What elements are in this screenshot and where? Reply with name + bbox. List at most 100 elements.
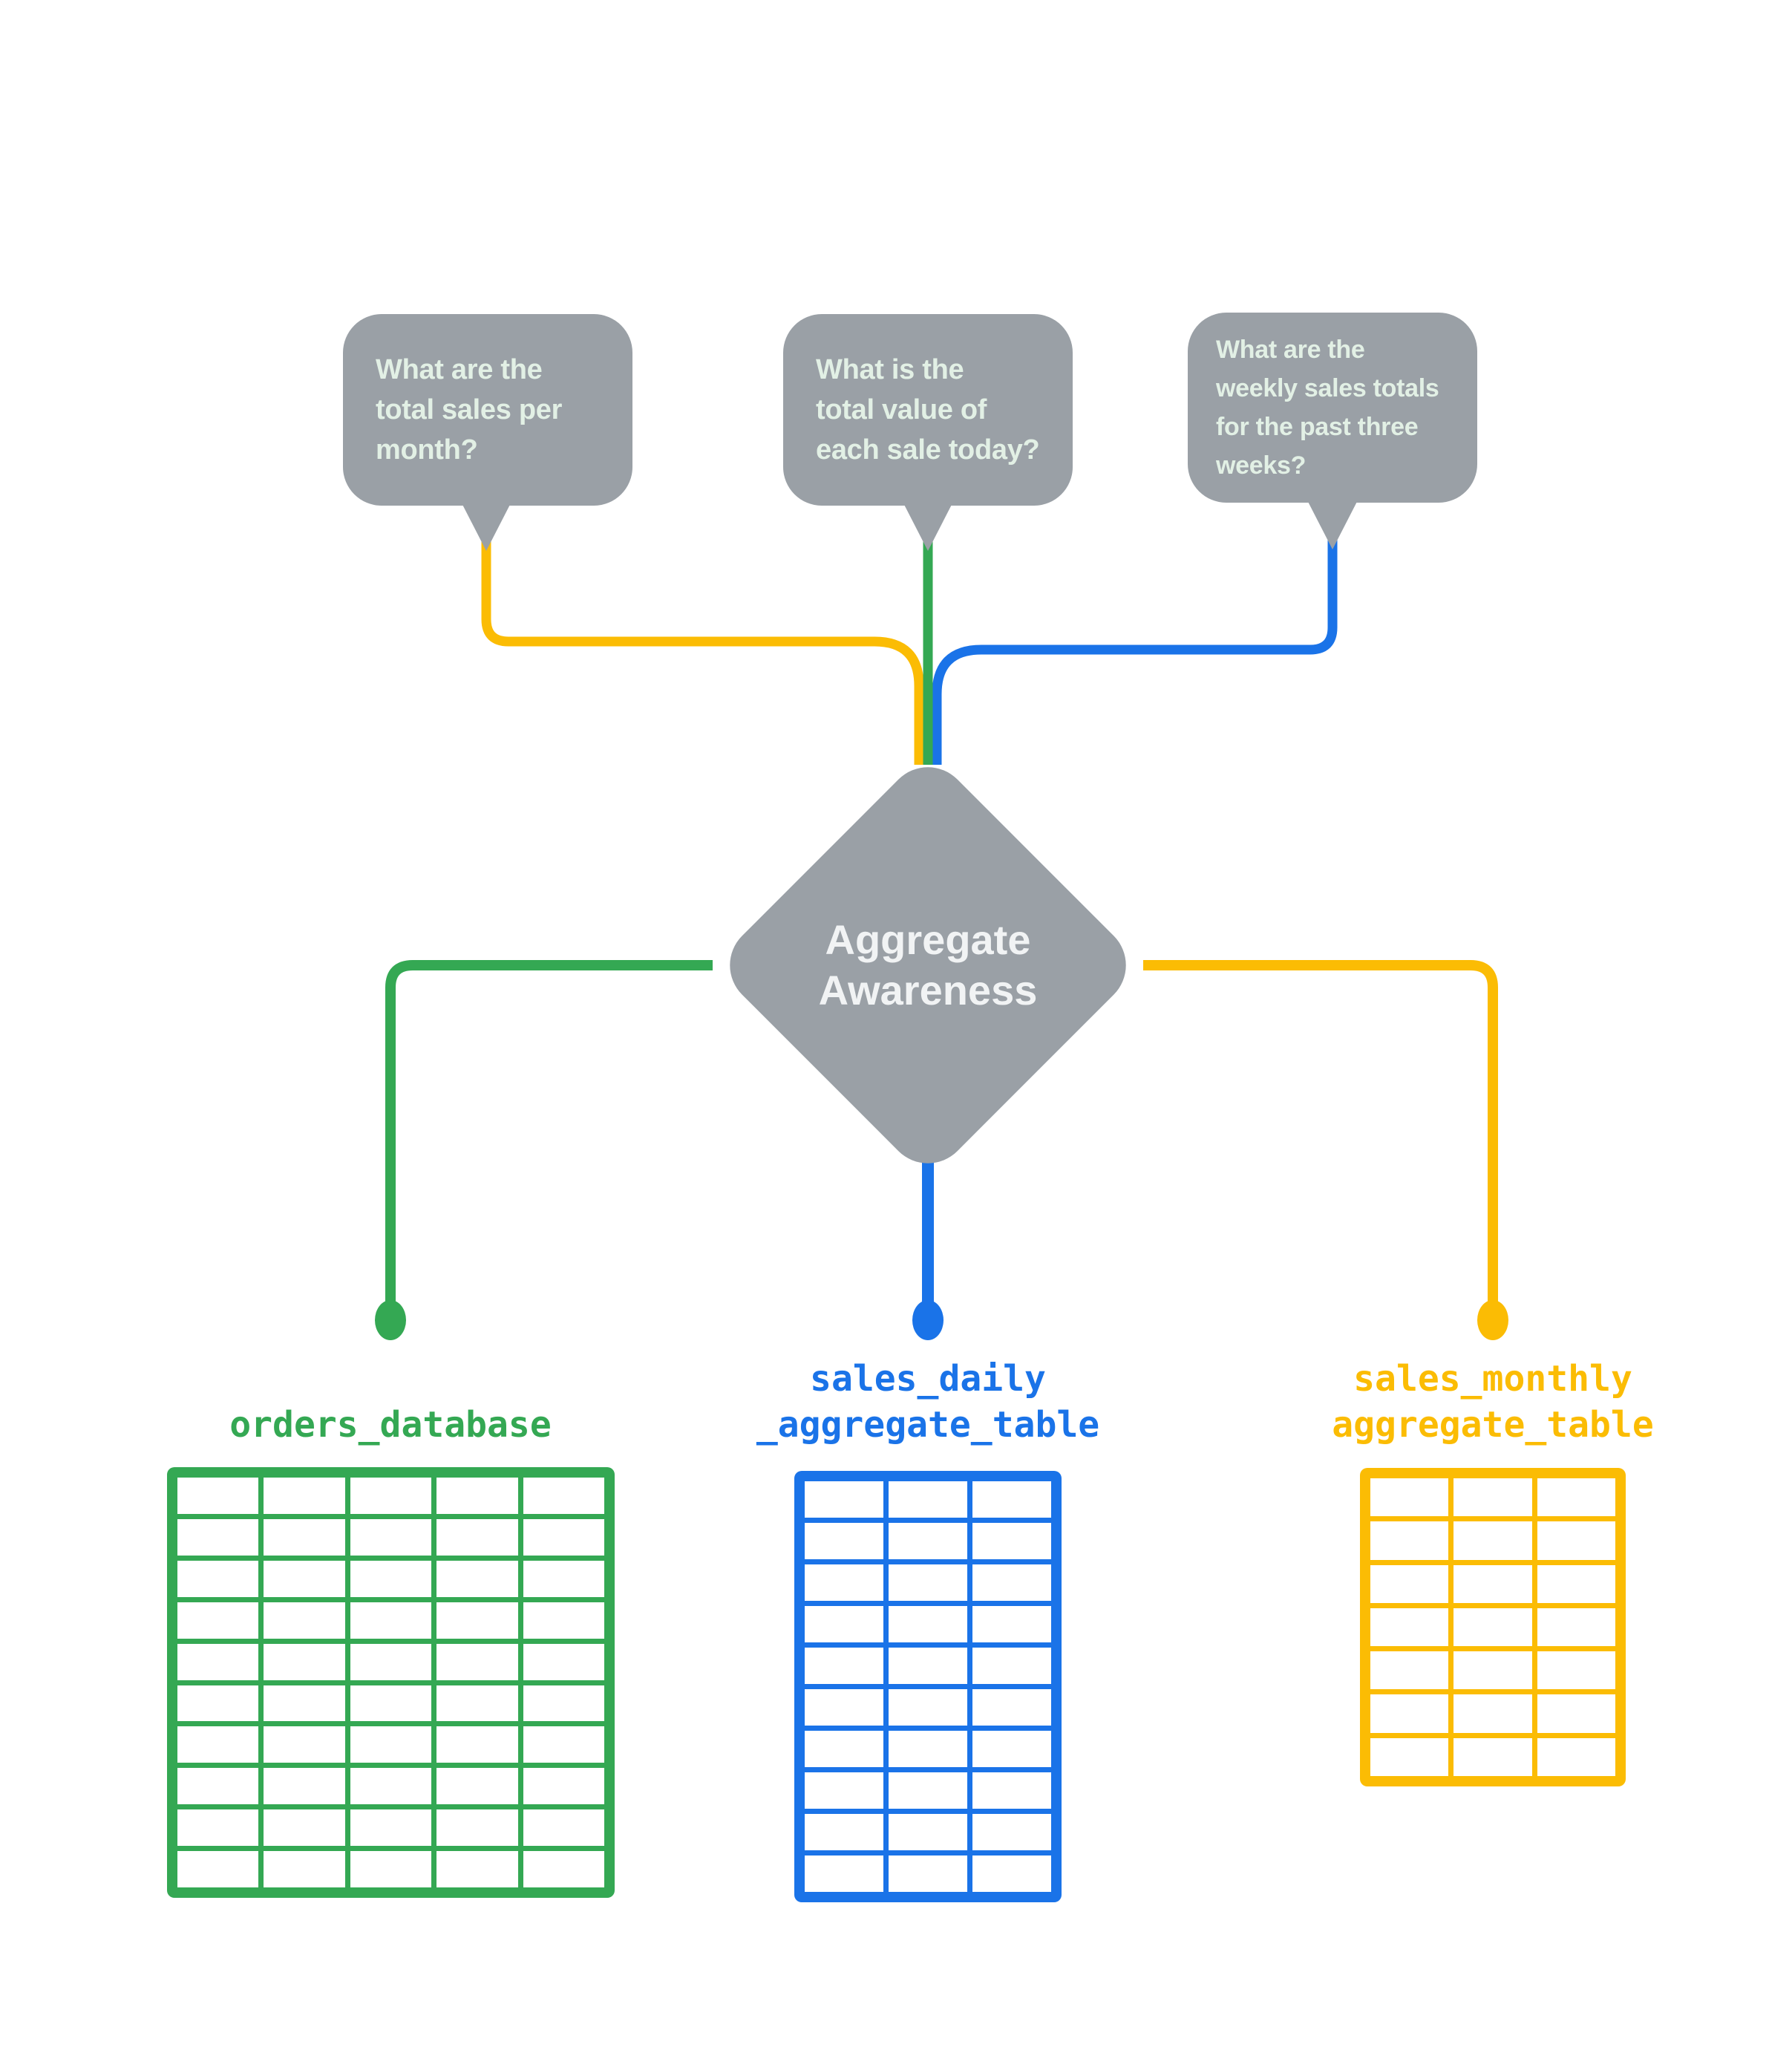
bubble-tail-daily (900, 496, 956, 551)
table-cell (264, 1768, 345, 1805)
orders-database-dot (375, 1300, 406, 1340)
aggregate-awareness-label: Aggregate Awareness (818, 916, 1038, 1014)
table-cell (264, 1602, 345, 1639)
table-cell (1370, 1694, 1449, 1733)
table-cell (264, 1851, 345, 1887)
table-cell (436, 1518, 518, 1556)
table-cell (177, 1478, 259, 1514)
table-cell (805, 1564, 883, 1601)
table-cell (1370, 1651, 1449, 1690)
table-cell (350, 1643, 432, 1680)
table-cell (1537, 1651, 1615, 1690)
sales-daily-aggregate-table (794, 1471, 1062, 1902)
table-cell (177, 1643, 259, 1680)
table-cell (889, 1731, 967, 1767)
table-cell (350, 1602, 432, 1639)
table-cell (1453, 1651, 1532, 1690)
daily-aggregate-dot (912, 1300, 944, 1340)
table-cell (889, 1814, 967, 1850)
table-cell (972, 1606, 1051, 1642)
table-cell (972, 1689, 1051, 1726)
bubble-tail-monthly (458, 496, 514, 551)
table-cell (1537, 1608, 1615, 1647)
table-cell (1453, 1694, 1532, 1733)
monthly-aggregate-line (1143, 960, 1498, 1304)
table-cell (264, 1643, 345, 1680)
table-cell (436, 1560, 518, 1597)
table-cell (523, 1478, 604, 1514)
table-cell (350, 1518, 432, 1556)
table-cell (805, 1523, 883, 1559)
table-cell (972, 1564, 1051, 1601)
table-cell (972, 1523, 1051, 1559)
table-cell (1453, 1478, 1532, 1517)
sales-monthly-aggregate-table-label: sales_monthly aggregate_table (1332, 1358, 1654, 1446)
table-cell (1370, 1478, 1449, 1517)
sales-daily-aggregate-table-label: sales_daily _aggregate_table (756, 1358, 1100, 1446)
table-cell (177, 1851, 259, 1887)
table-cell (177, 1518, 259, 1556)
table-cell (436, 1768, 518, 1805)
question-bubble-weekly-sales: What are the weekly sales totals for the… (1188, 313, 1477, 503)
table-cell (889, 1481, 967, 1518)
table-cell (350, 1560, 432, 1597)
table-cell (523, 1560, 604, 1597)
table-cell (264, 1560, 345, 1597)
table-cell (264, 1726, 345, 1763)
table-cell (889, 1689, 967, 1726)
table-cell (972, 1648, 1051, 1684)
table-cell (523, 1726, 604, 1763)
table-cell (889, 1772, 967, 1809)
table-cell (805, 1814, 883, 1850)
table-cell (889, 1523, 967, 1559)
table-cell (523, 1643, 604, 1680)
table-cell (1537, 1694, 1615, 1733)
question-bubble-daily-sales-text: What is the total value of each sale tod… (816, 354, 1040, 466)
table-cell (1453, 1737, 1532, 1776)
table-cell (350, 1478, 432, 1514)
aggregate-awareness-diamond: Aggregate Awareness (713, 750, 1143, 1181)
table-cell (1453, 1521, 1532, 1560)
orders-database-line (385, 960, 713, 1304)
weekly-question-line (932, 520, 1338, 765)
table-cell (436, 1643, 518, 1680)
bubble-tail-weekly (1304, 495, 1361, 549)
table-cell (436, 1685, 518, 1722)
table-cell (264, 1518, 345, 1556)
table-cell (523, 1768, 604, 1805)
table-cell (1537, 1737, 1615, 1776)
table-cell (972, 1731, 1051, 1767)
table-cell (805, 1481, 883, 1518)
table-cell (1370, 1737, 1449, 1776)
orders-database-label: orders_database (229, 1404, 552, 1446)
table-cell (1537, 1564, 1615, 1603)
table-cell (523, 1518, 604, 1556)
table-cell (523, 1809, 604, 1847)
table-cell (889, 1648, 967, 1684)
table-cell (523, 1685, 604, 1722)
table-cell (972, 1814, 1051, 1850)
table-cell (264, 1478, 345, 1514)
question-bubble-weekly-sales-text: What are the weekly sales totals for the… (1216, 336, 1439, 480)
table-cell (350, 1809, 432, 1847)
table-cell (350, 1685, 432, 1722)
table-cell (805, 1772, 883, 1809)
table-cell (805, 1648, 883, 1684)
table-cell (1370, 1564, 1449, 1603)
table-cell (177, 1809, 259, 1847)
table-cell (972, 1855, 1051, 1892)
question-bubble-monthly-sales-text: What are the total sales per month? (376, 354, 563, 466)
table-cell (350, 1851, 432, 1887)
table-cell (177, 1768, 259, 1805)
table-cell (805, 1606, 883, 1642)
table-cell (972, 1481, 1051, 1518)
table-cell (805, 1731, 883, 1767)
table-cell (889, 1855, 967, 1892)
table-cell (177, 1726, 259, 1763)
table-cell (436, 1602, 518, 1639)
table-cell (1370, 1608, 1449, 1647)
table-cell (1370, 1521, 1449, 1560)
table-cell (436, 1809, 518, 1847)
